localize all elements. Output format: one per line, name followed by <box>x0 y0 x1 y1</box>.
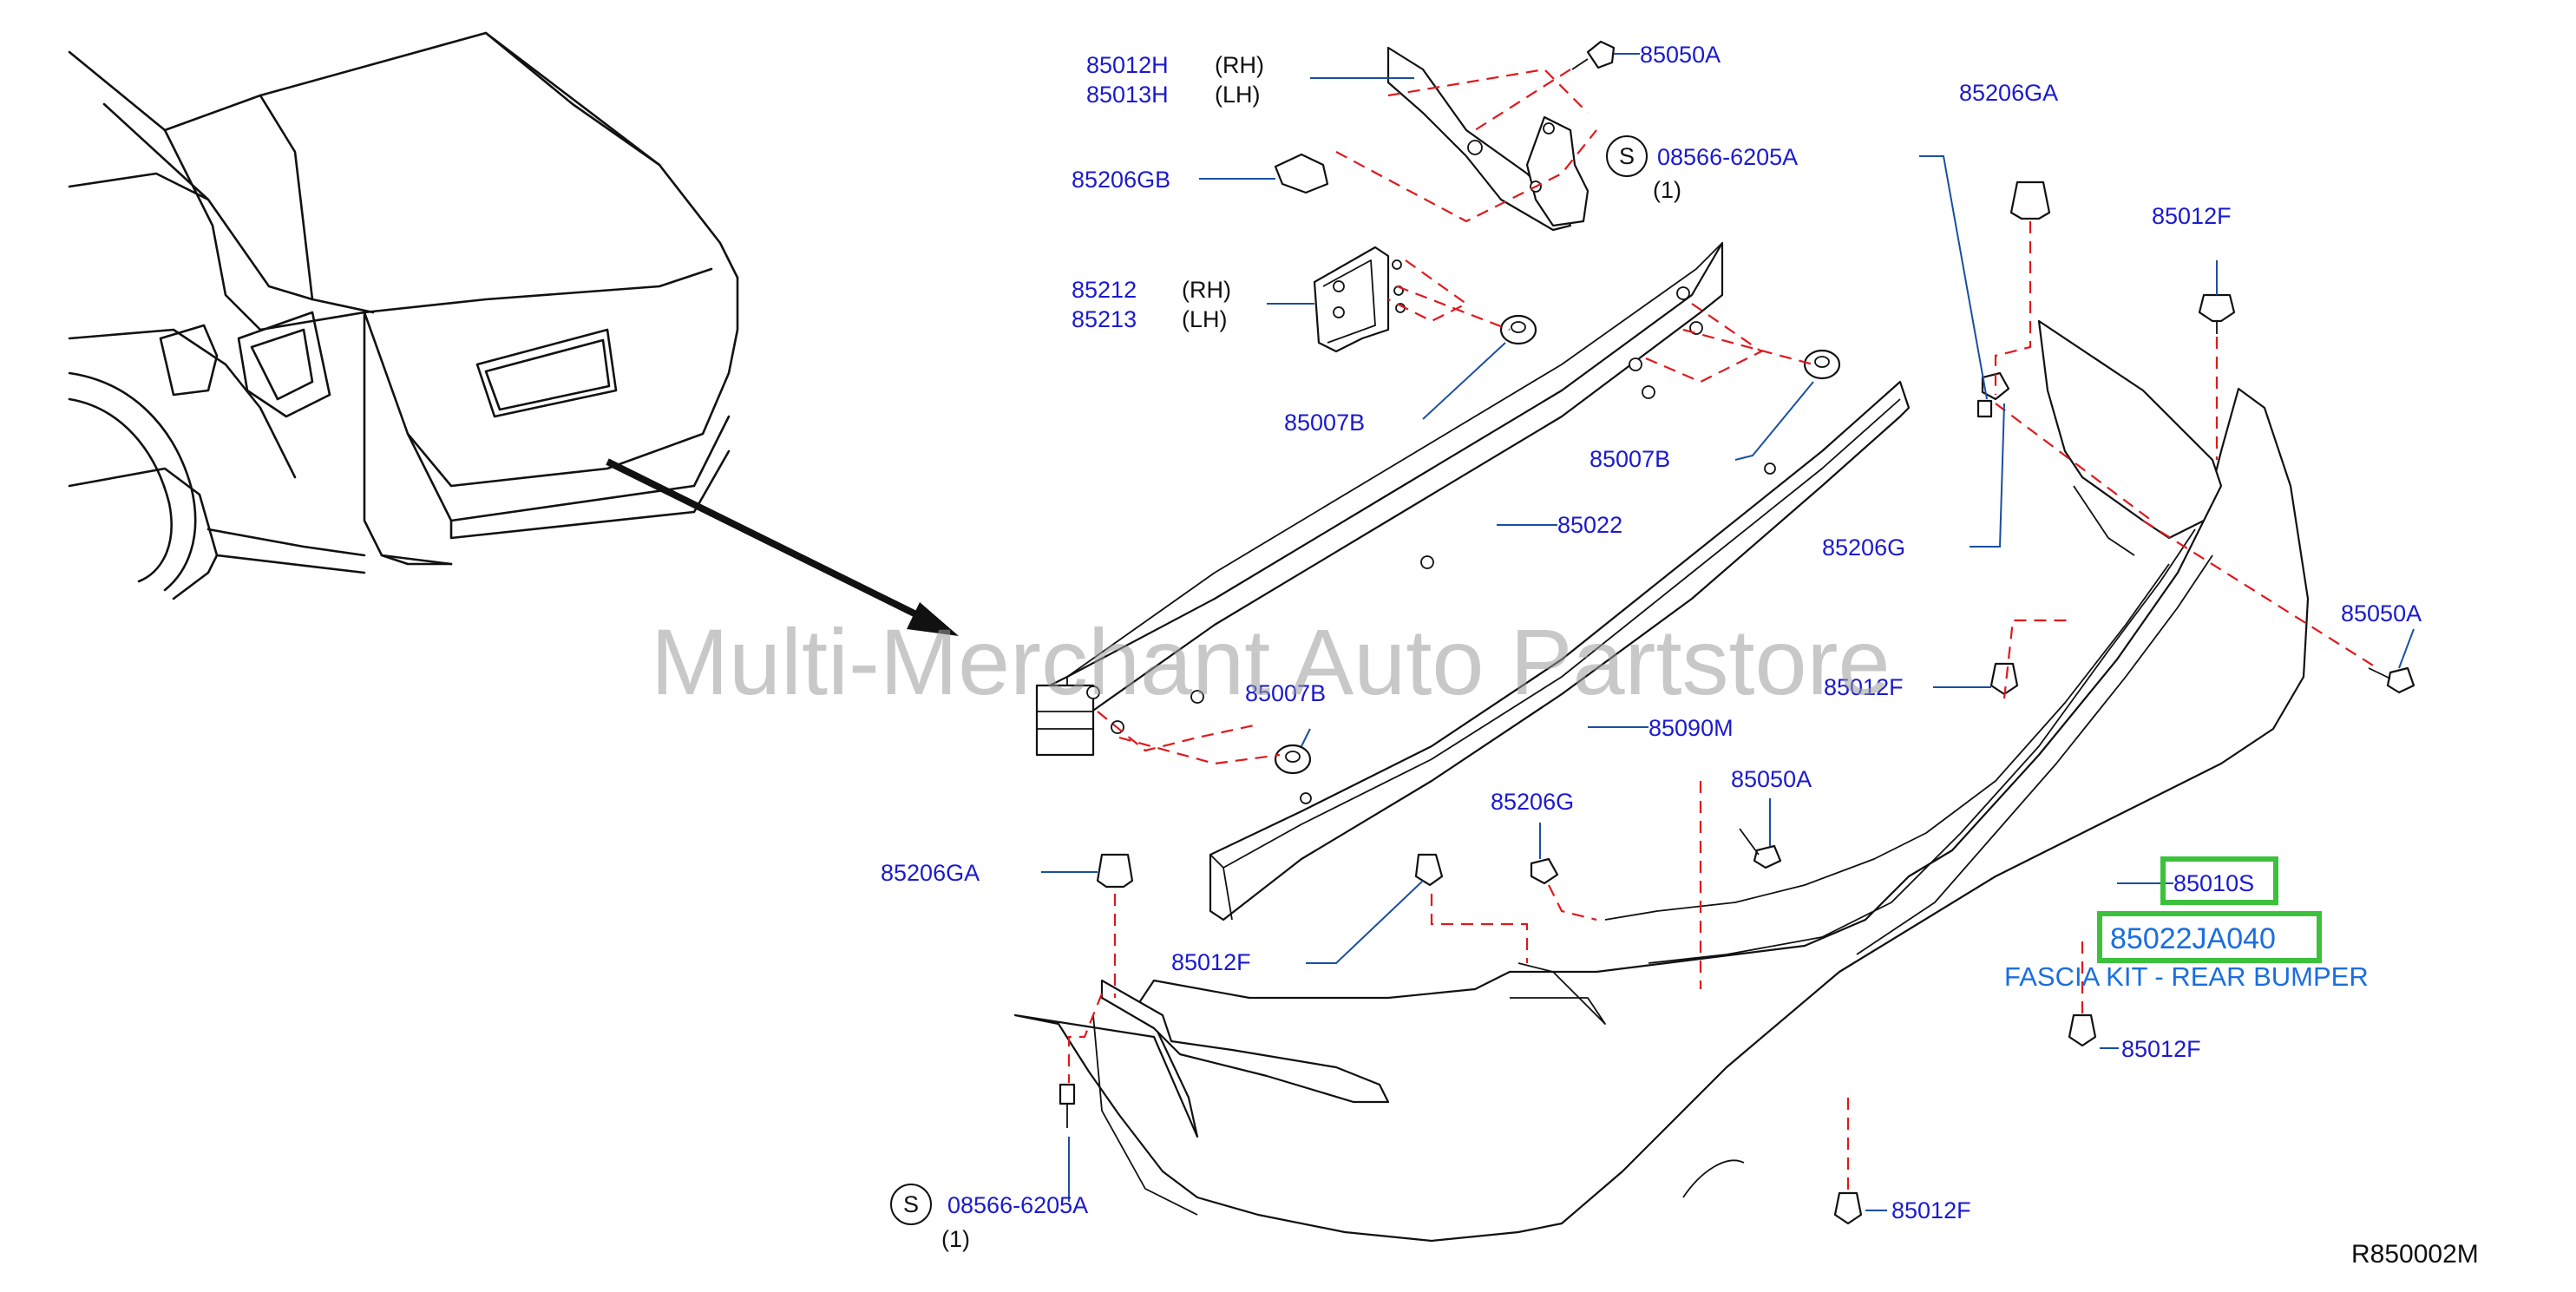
label-85050A-center: 85050A <box>1731 766 1812 792</box>
label-85007B-a: 85007B <box>1284 410 1365 436</box>
label-85012F-bottom: 85012F <box>1891 1197 1971 1223</box>
callout-labels: 85012H 85013H (RH) (LH) 85050A S 08566-6… <box>881 42 2479 1269</box>
diagram-code: R850002M <box>2351 1240 2479 1269</box>
label-85050A-top: 85050A <box>1640 42 1721 68</box>
label-85007B-c: 85007B <box>1245 680 1326 706</box>
highlight-box-85022JA040 <box>2097 911 2322 963</box>
label-lh-1: (LH) <box>1215 82 1261 108</box>
label-85012F-lowright: 85012F <box>2121 1036 2201 1062</box>
bracket-85212 <box>1313 246 1406 353</box>
label-85206GA-left: 85206GA <box>881 860 980 886</box>
service-symbol-bottom: S <box>903 1191 919 1217</box>
leader-lines <box>1041 53 2415 1211</box>
label-85012F-left: 85012F <box>1171 949 1251 975</box>
label-85022JA040: 85022JA040 <box>2110 922 2276 955</box>
rear-bumper-fascia <box>1013 319 2310 1243</box>
energy-absorber <box>1209 380 1911 921</box>
label-qty-top: (1) <box>1653 177 1681 203</box>
label-85206G-right: 85206G <box>1822 535 1905 561</box>
label-85012F-mid: 85012F <box>1824 674 1904 700</box>
label-85012F-topright: 85012F <box>2152 203 2232 229</box>
label-qty-bottom: (1) <box>941 1226 970 1252</box>
assembly-dash-lines <box>1067 68 2378 1190</box>
label-85007B-b: 85007B <box>1590 446 1670 472</box>
direction-arrow <box>606 458 959 636</box>
label-85206GB: 85206GB <box>1072 167 1170 193</box>
label-fascia-kit: FASCIA KIT - REAR BUMPER <box>2004 961 2369 992</box>
label-85206GA-top: 85206GA <box>1959 80 2058 106</box>
label-85050A-right: 85050A <box>2341 600 2422 626</box>
fasteners <box>1059 40 2415 1225</box>
label-08566-6205A-bottom: 08566-6205A <box>947 1192 1088 1218</box>
highlight-box-85010S <box>2160 856 2278 905</box>
label-85212: 85212 <box>1072 277 1137 303</box>
side-bracket-85012H <box>1386 46 1590 232</box>
label-85090M: 85090M <box>1649 715 1734 741</box>
bumper-reinforcement <box>1035 241 1724 757</box>
label-lh-2: (LH) <box>1182 306 1228 332</box>
label-85022: 85022 <box>1557 512 1622 538</box>
service-symbol-circle-top <box>1606 135 1648 177</box>
service-symbol-circle-bottom <box>890 1184 932 1225</box>
label-rh-1: (RH) <box>1215 52 1264 78</box>
service-symbol-top: S <box>1619 143 1635 169</box>
label-85010S: 85010S <box>2173 870 2254 896</box>
label-08566-6205A-top: 08566-6205A <box>1657 144 1798 170</box>
label-85012H: 85012H <box>1086 52 1169 78</box>
car-rear-illustration <box>68 31 739 600</box>
label-85206G-center: 85206G <box>1491 789 1574 815</box>
label-85013H: 85013H <box>1086 82 1169 108</box>
watermark: Multi-Merchant Auto Partstore <box>651 609 1891 714</box>
label-85213: 85213 <box>1072 306 1137 332</box>
label-rh-2: (RH) <box>1182 277 1231 303</box>
